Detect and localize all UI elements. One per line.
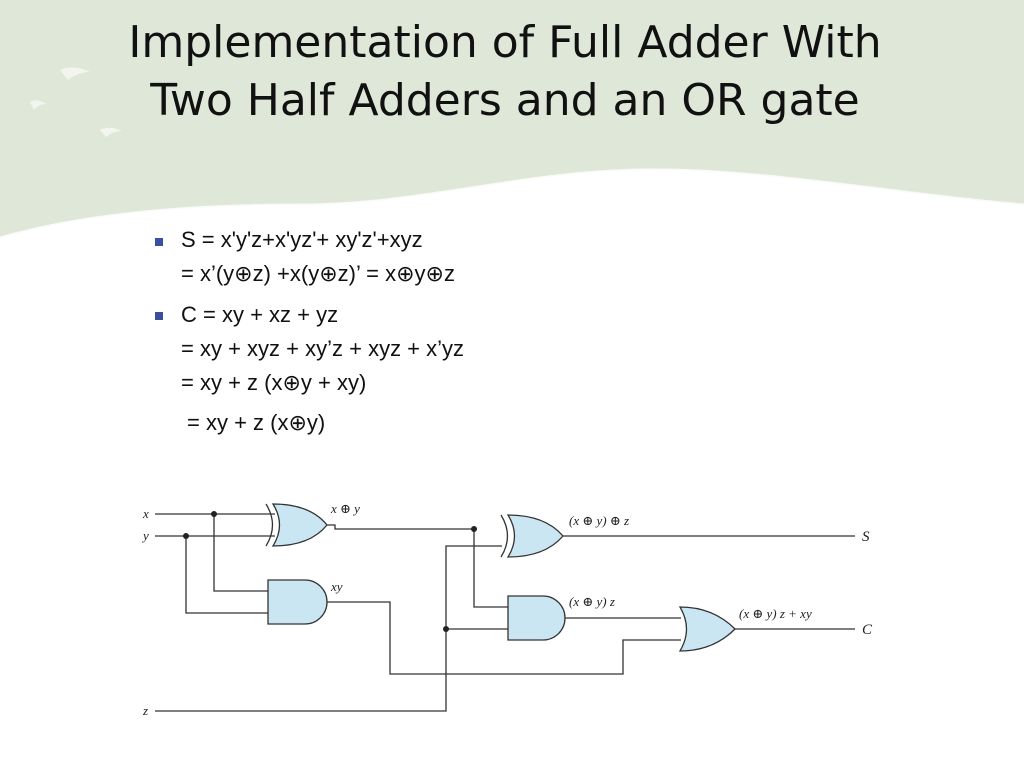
junction-dots [183, 511, 477, 632]
slide-title: Implementation of Full Adder With Two Ha… [0, 14, 1010, 130]
title-line-2: Two Half Adders and an OR gate [150, 75, 860, 126]
bullet-carry [155, 312, 163, 320]
title-line-1: Implementation of Full Adder With [128, 17, 882, 68]
signal-x-xor-y: x ⊕ y [330, 501, 360, 516]
signal-and2-expr: (x ⊕ y) z [569, 594, 615, 609]
bird-icon [30, 67, 122, 137]
wire-xy [327, 601, 681, 675]
input-z-label: z [142, 703, 148, 718]
sum-line-2: = x’(y⊕z) +x(y⊕z)’ = x⊕y⊕z [181, 261, 455, 286]
and-gate-2 [507, 595, 566, 641]
wire-y-branch [185, 536, 268, 614]
signal-sum-expr: (x ⊕ y) ⊕ z [569, 513, 629, 528]
signal-carry-expr: (x ⊕ y) z + xy [739, 606, 812, 621]
or-gate [678, 606, 736, 652]
wire-xor1-out [327, 524, 477, 530]
carry-line-3: = xy + z (x⊕y + xy) [181, 370, 367, 395]
wire-xory-branch [473, 529, 508, 608]
sum-line-1: S = x'y'z+x'yz'+ xy'z'+xyz [181, 227, 423, 252]
carry-line-2: = xy + xyz + xy’z + xyz + x’yz [181, 336, 465, 361]
signal-xy: xy [330, 579, 343, 594]
and-gate-1 [267, 579, 328, 625]
carry-line-1: C = xy + xz + yz [181, 302, 339, 327]
xor-gate-1 [265, 503, 328, 547]
input-y-label: y [141, 528, 149, 543]
wire-x-branch [213, 514, 268, 592]
xor-gate-2 [500, 514, 564, 558]
bullet-sum [155, 238, 163, 246]
carry-line-4: = xy + z (x⊕y) [187, 410, 326, 435]
output-c-label: C [862, 622, 873, 638]
full-adder-circuit: x y z x ⊕ y xy (x ⊕ y) ⊕ z (x ⊕ y) z (x … [135, 493, 880, 723]
input-x-label: x [142, 506, 149, 521]
output-s-label: S [862, 529, 870, 545]
